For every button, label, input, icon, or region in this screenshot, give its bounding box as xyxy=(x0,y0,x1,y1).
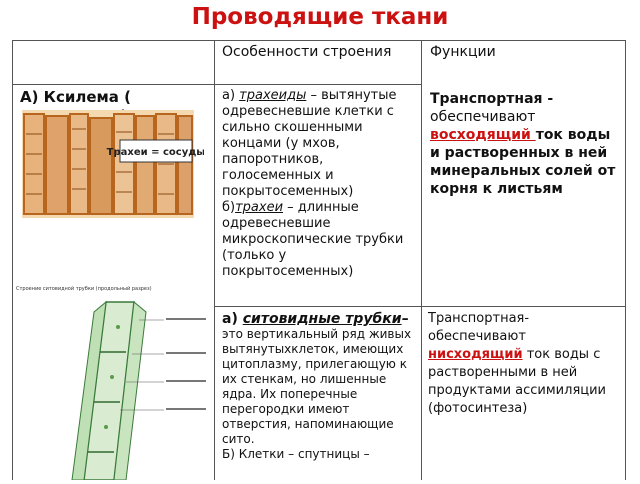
xylem-function-keyword: восходящий xyxy=(430,127,536,143)
xylem-a-prefix: а) xyxy=(222,88,240,103)
phloem-function-keyword: нисходящий xyxy=(428,347,523,362)
phloem-b-text: Б) Клетки – спутницы – xyxy=(222,447,370,461)
xylem-structure: а) трахеиды – вытянутые одревесневшие кл… xyxy=(222,88,416,280)
phloem-drawing: Строение ситовидной трубки (продольный р… xyxy=(16,285,206,481)
header-functions-text: Функции xyxy=(430,44,496,60)
xylem-function-post: ток воды и растворенных в ней минеральны… xyxy=(430,127,616,197)
phloem-a-prefix: а) xyxy=(222,311,243,327)
xylem-image-caption: Трахеи = сосуды xyxy=(107,147,204,158)
phloem-function: Транспортная- обеспечивают нисходящий то… xyxy=(428,310,622,418)
phloem-function-pre: Транспортная- обеспечивают xyxy=(428,311,530,344)
xylem-b-text: – длинные одревесневшие микроскопические… xyxy=(222,200,404,279)
phloem-structure: а) ситовидные трубки– это вертикальный р… xyxy=(222,312,418,462)
xylem-function-lead: Транспортная - xyxy=(430,91,554,107)
xylem-label: А) Ксилема ( xyxy=(20,88,131,106)
phloem-function-post: ток воды с растворенными в ней продуктам… xyxy=(428,347,607,416)
xylem-label-text: А) Ксилема ( xyxy=(20,88,131,106)
phloem-a-dash: – xyxy=(401,311,409,327)
page-title: Проводящие ткани xyxy=(191,4,449,30)
xylem-a-text: – вытянутые одревесневшие клетки с сильн… xyxy=(222,88,397,199)
xylem-illustration: Трахеи = сосуды xyxy=(16,104,205,232)
phloem-a-text: это вертикальный ряд живых вытянутыхклет… xyxy=(222,327,412,446)
header-structure-text: Особенности строения xyxy=(222,44,392,60)
xylem-b-term: трахеи xyxy=(235,200,284,215)
structure-header-divider xyxy=(214,84,421,85)
xylem-a-term: трахеиды xyxy=(239,88,307,103)
phloem-a-term: ситовидные трубки xyxy=(242,311,402,327)
phloem-illustration: Строение ситовидной трубки (продольный р… xyxy=(14,282,210,481)
row-divider xyxy=(214,306,626,307)
xylem-function-pre: обеспечивают xyxy=(430,109,536,125)
table-frame xyxy=(12,40,626,480)
xylem-b-prefix: б) xyxy=(222,200,236,215)
col-divider-1 xyxy=(214,40,215,480)
header-divider xyxy=(12,84,214,85)
phloem-image-title: Строение ситовидной трубки (продольный р… xyxy=(16,285,152,292)
xylem-function: Транспортная - обеспечивают восходящий т… xyxy=(430,90,620,198)
xylem-drawing: Трахеи = сосуды xyxy=(22,110,205,218)
col-divider-2 xyxy=(421,40,422,480)
header-structure: Особенности строения xyxy=(222,43,412,61)
header-functions: Функции xyxy=(430,43,620,61)
